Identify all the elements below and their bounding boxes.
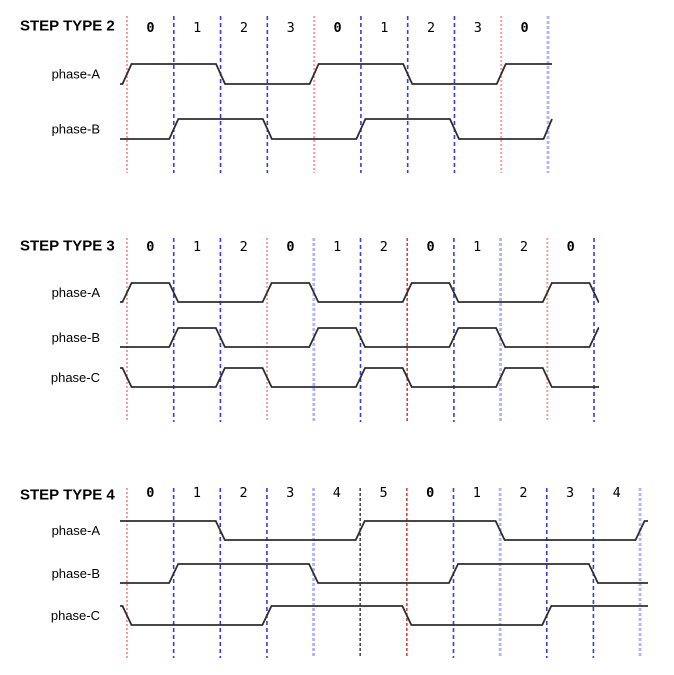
wave-label-phase-B: phase-B <box>52 566 100 581</box>
step-number: 5 <box>379 485 387 501</box>
step-number: 0 <box>567 239 575 255</box>
step-number: 0 <box>426 485 434 501</box>
step-number: 2 <box>380 239 388 255</box>
wave-label-phase-C: phase-C <box>51 370 100 385</box>
step-number: 4 <box>333 485 341 501</box>
wave-phase-B <box>120 563 648 584</box>
step-number: 2 <box>427 20 435 36</box>
wave-label-phase-C: phase-C <box>51 608 100 623</box>
section-title-3: STEP TYPE 4 <box>20 487 115 504</box>
step-number: 1 <box>193 239 201 255</box>
wave-phase-C <box>120 605 648 626</box>
wave-phase-A <box>120 63 552 85</box>
step-number: 2 <box>240 485 248 501</box>
step-number: 1 <box>473 239 481 255</box>
wave-phase-A <box>120 520 648 541</box>
step-number: 0 <box>286 239 294 255</box>
step-number: 1 <box>193 485 201 501</box>
step-number: 0 <box>426 239 434 255</box>
step-number: 2 <box>519 485 527 501</box>
step-number: 1 <box>193 20 201 36</box>
wave-phase-C <box>120 367 599 388</box>
step-number: 3 <box>286 485 294 501</box>
wave-label-phase-A: phase-A <box>52 285 101 300</box>
step-number: 3 <box>287 20 295 36</box>
step-number: 0 <box>521 20 529 36</box>
step-number: 0 <box>146 485 154 501</box>
step-number: 1 <box>473 485 481 501</box>
step-number: 3 <box>474 20 482 36</box>
wave-phase-B <box>120 118 553 140</box>
wave-label-phase-A: phase-A <box>52 523 101 538</box>
step-number: 3 <box>566 485 574 501</box>
step-number: 2 <box>240 239 248 255</box>
step-number: 0 <box>146 20 154 36</box>
wave-label-phase-A: phase-A <box>52 67 101 82</box>
step-number: 2 <box>520 239 528 255</box>
step-number: 1 <box>380 20 388 36</box>
section-title-1: STEP TYPE 2 <box>20 18 115 35</box>
wave-label-phase-B: phase-B <box>52 330 100 345</box>
step-number: 1 <box>333 239 341 255</box>
wave-phase-A <box>120 282 600 303</box>
step-number: 0 <box>146 239 154 255</box>
step-number: 4 <box>613 485 621 501</box>
step-number: 0 <box>333 20 341 36</box>
wave-label-phase-B: phase-B <box>52 122 100 137</box>
step-number: 2 <box>240 20 248 36</box>
wave-phase-B <box>120 327 600 348</box>
section-title-2: STEP TYPE 3 <box>20 238 115 255</box>
